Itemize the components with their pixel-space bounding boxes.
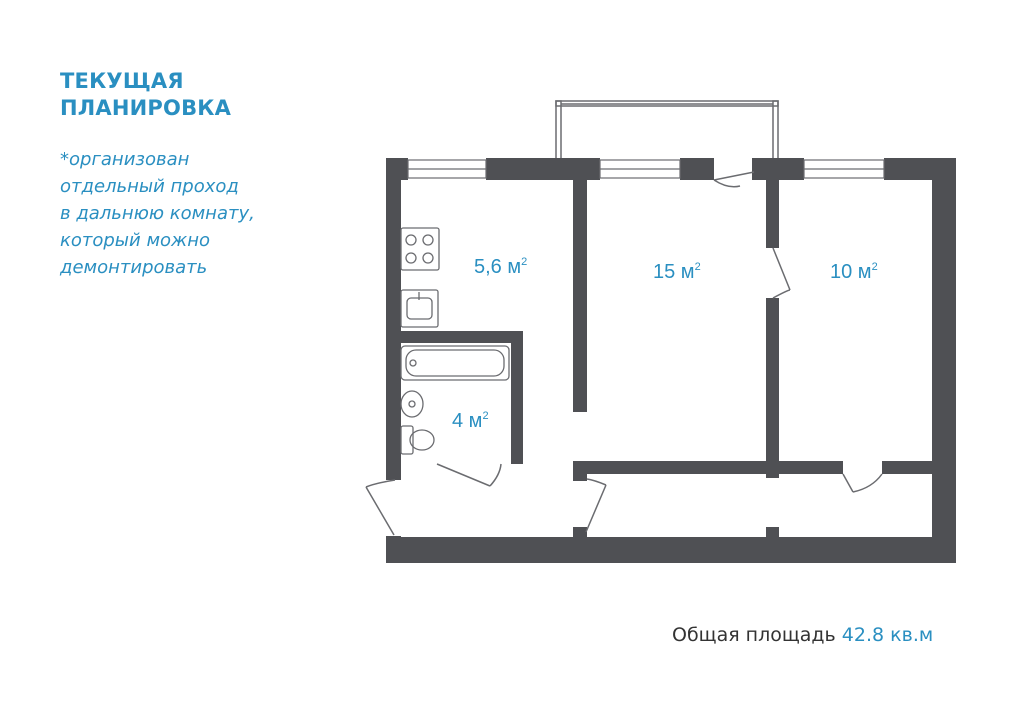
room-area-kitchen-value: 5,6 м bbox=[474, 256, 522, 278]
plan-note-line-1: *организован bbox=[60, 149, 190, 170]
interior-walls bbox=[392, 180, 934, 539]
room-area-living-room: 15 м2 bbox=[653, 261, 701, 284]
room-area-bedroom-value: 10 м bbox=[830, 261, 872, 283]
plan-title-line-2: ПЛАНИРОВКА bbox=[60, 96, 232, 120]
room-area-living-room-value: 15 м bbox=[653, 261, 695, 283]
total-area-value: 42.8 кв.м bbox=[841, 624, 934, 646]
plan-note-line-4: который можно bbox=[60, 230, 211, 251]
balcony bbox=[555, 100, 779, 160]
doors bbox=[365, 171, 883, 536]
room-area-bathroom-value: 4 м bbox=[452, 410, 483, 432]
plan-title-line-1: ТЕКУЩАЯ bbox=[60, 69, 184, 93]
total-area-label: Общая площадь bbox=[672, 624, 836, 646]
plan-note-line-2: отдельный проход bbox=[60, 176, 239, 197]
kitchen-sink-icon bbox=[400, 289, 439, 328]
windows bbox=[407, 159, 885, 179]
washbasin-icon bbox=[400, 390, 424, 418]
room-area-kitchen: 5,6 м2 bbox=[474, 256, 527, 279]
plan-note-line-3: в дальнюю комнату, bbox=[60, 203, 255, 224]
toilet-icon bbox=[400, 425, 435, 455]
room-area-kitchen-unit: 2 bbox=[521, 256, 528, 268]
room-area-bedroom-unit: 2 bbox=[871, 261, 878, 273]
total-area: Общая площадь 42.8 кв.м bbox=[672, 624, 933, 646]
room-area-bedroom: 10 м2 bbox=[830, 261, 878, 284]
room-area-bathroom: 4 м2 bbox=[452, 410, 489, 433]
exterior-walls bbox=[386, 158, 956, 563]
plan-note-line-5: демонтировать bbox=[60, 257, 208, 278]
plan-note: *организован отдельный проход в дальнюю … bbox=[60, 146, 255, 281]
plan-title: ТЕКУЩАЯ ПЛАНИРОВКА bbox=[60, 68, 231, 122]
stove-icon bbox=[400, 227, 440, 271]
bathtub-icon bbox=[400, 345, 510, 381]
room-area-bathroom-unit: 2 bbox=[482, 410, 489, 422]
room-area-living-room-unit: 2 bbox=[694, 261, 701, 273]
